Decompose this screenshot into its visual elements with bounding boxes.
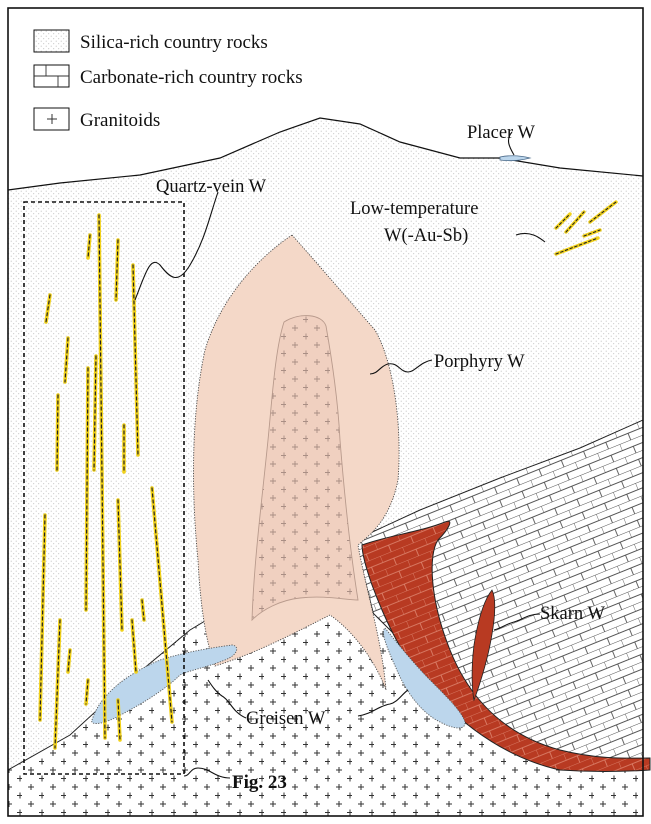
legend-swatch-silica: [34, 30, 69, 52]
legend-label-carbonate: Carbonate-rich country rocks: [80, 67, 303, 88]
label-low-temperature-line1: Low-temperature: [350, 199, 478, 219]
legend-label-silica: Silica-rich country rocks: [80, 32, 268, 53]
label-placer-w: Placer W: [467, 123, 536, 143]
label-low-temperature-line2: W(-Au-Sb): [384, 226, 468, 246]
label-quartz-vein-w: Quartz-vein W: [156, 177, 267, 197]
legend-label-granitoids: Granitoids: [80, 110, 160, 131]
label-figure-number: Fig. 23: [232, 772, 287, 793]
label-porphyry-w: Porphyry W: [434, 352, 525, 372]
label-greisen-w: Greisen W: [246, 709, 326, 729]
label-skarn-w: Skarn W: [540, 604, 605, 624]
